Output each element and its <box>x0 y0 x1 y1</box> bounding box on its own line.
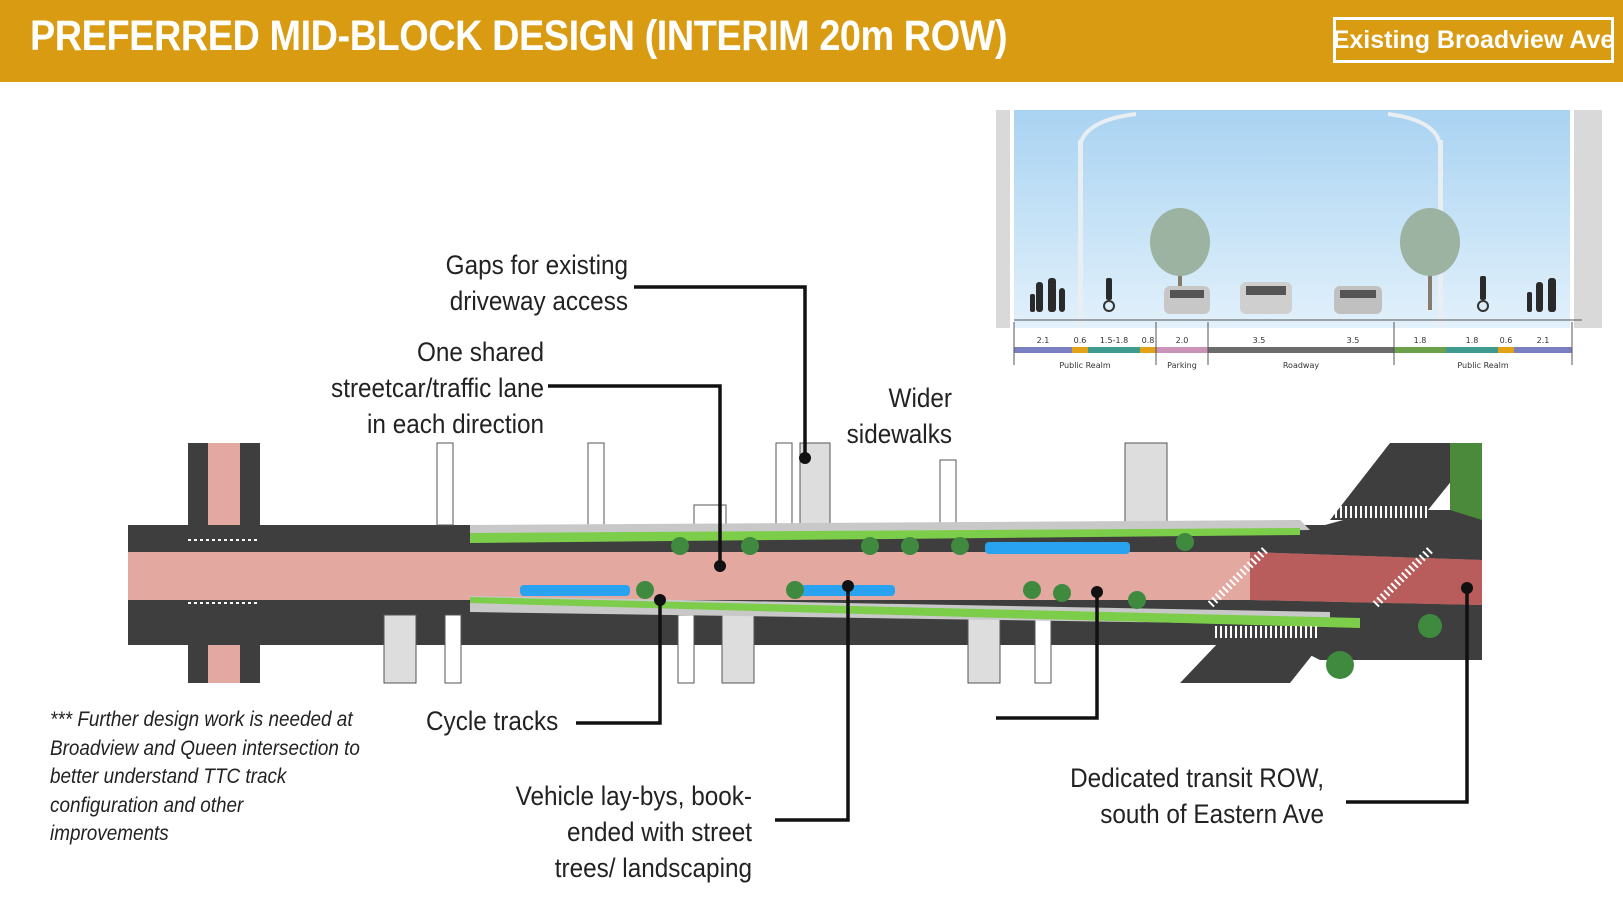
tree-icon <box>1150 208 1210 310</box>
street-light-left <box>1078 112 1137 326</box>
driveway-gaps <box>383 442 1168 684</box>
width-label: 2.0 <box>1176 336 1189 345</box>
leader-sidewalks <box>996 592 1099 720</box>
dedicated-transit-row <box>1250 552 1482 605</box>
layby <box>985 542 1130 554</box>
layby <box>520 585 630 596</box>
width-label: 1.8 <box>1414 336 1427 345</box>
page-title: PREFERRED MID-BLOCK DESIGN (INTERIM 20m … <box>30 12 1008 60</box>
zone-label: Roadway <box>1283 361 1320 370</box>
callout-shared-lane: One shared streetcar/traffic lane in eac… <box>331 337 544 439</box>
leader-cycle-tracks <box>576 600 662 725</box>
car <box>1334 286 1382 314</box>
sky-background <box>996 110 1602 328</box>
pedestrians-right <box>1527 278 1556 312</box>
zone-labels: Public Realm Parking Roadway Public Real… <box>1059 361 1508 370</box>
cyclist-right <box>1477 276 1489 312</box>
cyclist-left <box>1103 278 1115 312</box>
callout-cycle-tracks: Cycle tracks <box>426 706 559 736</box>
tree-icon <box>1400 208 1460 310</box>
landscape-edge <box>1450 443 1482 520</box>
parked-car <box>1164 286 1210 314</box>
width-label: 0.6 <box>1074 336 1087 345</box>
width-label: 1.5-1.8 <box>1100 336 1128 345</box>
cross-section-illustration: 2.1 0.6 1.5-1.8 0.8 2.0 3.5 3.5 1.8 1.8 … <box>996 110 1602 370</box>
crosswalks <box>188 506 1433 638</box>
pedestrians-left <box>1030 278 1065 312</box>
existing-street-badge: Existing Broadview Ave <box>1333 17 1614 63</box>
callout-transit-row: Dedicated transit ROW, south of Eastern … <box>1070 763 1324 829</box>
zone-label: Public Realm <box>1059 361 1110 370</box>
leader-laybys <box>775 586 850 822</box>
width-label: 2.1 <box>1037 336 1050 345</box>
width-label: 0.8 <box>1142 336 1155 345</box>
leader-shared-lane <box>548 384 722 566</box>
width-label: 3.5 <box>1253 336 1266 345</box>
ramp-upper <box>1330 443 1482 520</box>
callout-sidewalks: Wider sidewalks <box>846 383 952 449</box>
header-banner: PREFERRED MID-BLOCK DESIGN (INTERIM 20m … <box>0 0 1623 82</box>
leader-gaps <box>634 285 807 458</box>
callout-gaps: Gaps for existing driveway access <box>445 250 628 316</box>
cycle-track-south <box>470 597 1360 628</box>
street-trees <box>636 533 1442 679</box>
building-edge-left <box>1010 110 1014 328</box>
width-label: 3.5 <box>1347 336 1360 345</box>
leader-lines <box>548 285 1469 822</box>
width-label: 0.6 <box>1500 336 1513 345</box>
callout-laybys: Vehicle lay-bys, book- ended with street… <box>515 781 752 883</box>
car <box>1240 282 1292 314</box>
leader-dots <box>654 452 1473 606</box>
dimension-bar <box>1013 319 1582 365</box>
width-label: 1.8 <box>1466 336 1479 345</box>
design-footnote: *** Further design work is needed at Bro… <box>50 708 360 845</box>
width-label: 2.1 <box>1537 336 1550 345</box>
zone-label: Public Realm <box>1457 361 1508 370</box>
leader-transit-row <box>1346 588 1469 804</box>
width-labels: 2.1 0.6 1.5-1.8 0.8 2.0 3.5 3.5 1.8 1.8 … <box>1037 336 1550 345</box>
building-edge-right <box>1570 110 1574 328</box>
zone-label: Parking <box>1167 361 1197 370</box>
transit-lane <box>128 552 1482 605</box>
